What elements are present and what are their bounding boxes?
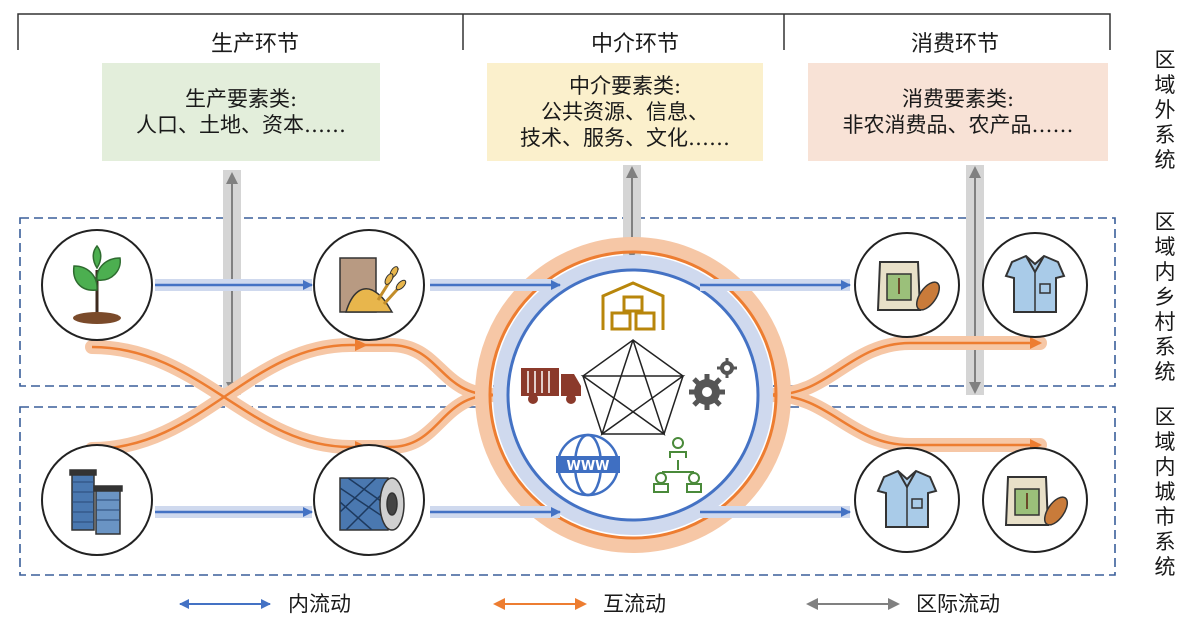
shirt-icon bbox=[876, 469, 938, 528]
legend-inner-label: 内流动 bbox=[288, 592, 351, 616]
side-label-urban: 区域内城市系统 bbox=[1154, 405, 1176, 579]
stage-label-intermediary: 中介环节 bbox=[590, 32, 679, 57]
hub-outer-band bbox=[475, 237, 791, 553]
legend-external-label: 区际流动 bbox=[916, 592, 1000, 616]
shirt-icon bbox=[1004, 254, 1066, 313]
intermediary-box-items-1: 公共资源、信息、 bbox=[541, 100, 709, 124]
svg-text:WWW: WWW bbox=[566, 459, 609, 474]
yarn-spools-icon bbox=[69, 469, 123, 535]
truck-icon bbox=[521, 368, 581, 404]
stage-label-consumption: 消费环节 bbox=[910, 32, 999, 57]
side-label-rural: 区域内乡村系统 bbox=[1154, 210, 1176, 384]
production-elements-box: 生产要素类: 人口、土地、资本…… bbox=[102, 63, 380, 161]
hub-blue-ring bbox=[506, 268, 760, 522]
hub-orange-ring bbox=[488, 250, 778, 540]
consumption-box-items: 非农消费品、农产品…… bbox=[842, 113, 1074, 137]
network-people-icon bbox=[653, 437, 702, 493]
grain-bag-icon bbox=[339, 257, 407, 313]
production-box-items: 人口、土地、资本…… bbox=[136, 113, 346, 137]
production-box-title: 生产要素类: bbox=[184, 87, 298, 111]
stage-label-production: 生产环节 bbox=[210, 32, 299, 57]
mutual-arrowhead bbox=[355, 339, 368, 351]
header-bracket bbox=[17, 13, 1111, 50]
consumption-box-title: 消费要素类: bbox=[901, 87, 1015, 111]
intermediary-elements-box: 中介要素类: 公共资源、信息、 技术、服务、文化…… bbox=[487, 63, 763, 161]
side-label-external: 区域外系统 bbox=[1154, 48, 1176, 172]
www-icon: WWW bbox=[556, 433, 620, 497]
legend-mutual-label: 互流动 bbox=[603, 592, 666, 616]
warehouse-icon bbox=[601, 281, 665, 331]
flour-bread-icon bbox=[876, 261, 941, 311]
intermediary-box-title: 中介要素类: bbox=[568, 74, 682, 98]
flour-bread-icon bbox=[1004, 476, 1069, 526]
gear-icon bbox=[689, 358, 737, 410]
external-flow-consumption bbox=[966, 165, 984, 395]
intermediary-box-items-2: 技术、服务、文化…… bbox=[520, 126, 730, 150]
consumption-elements-box: 消费要素类: 非农消费品、农产品…… bbox=[808, 63, 1108, 161]
mutual-flow-lines bbox=[91, 337, 1042, 451]
seedling-icon bbox=[72, 244, 121, 324]
network-pentagram-icon bbox=[580, 339, 686, 436]
inner-flow-lines bbox=[155, 280, 851, 517]
fabric-roll-icon bbox=[339, 477, 405, 531]
